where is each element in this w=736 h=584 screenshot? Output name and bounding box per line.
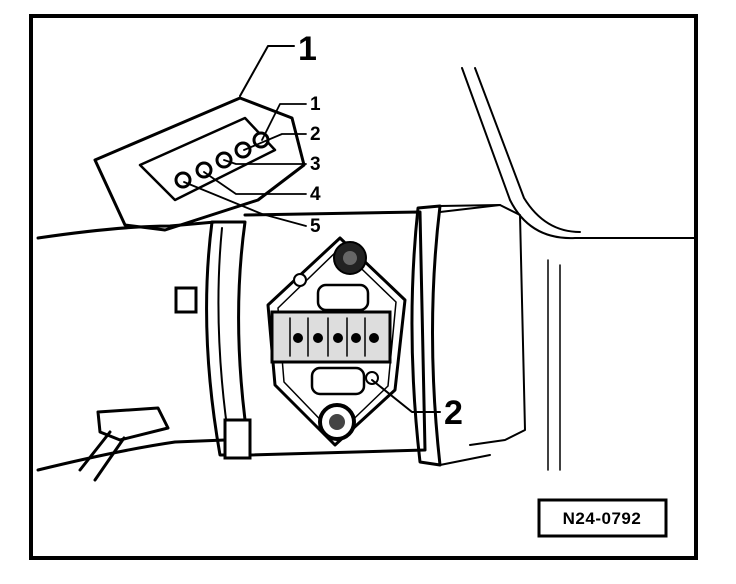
sensor-plate [266, 236, 407, 447]
sensor-pins [289, 317, 379, 357]
wire-plug [78, 406, 170, 482]
air-mass-meter-housing [243, 204, 501, 467]
connector-plug [93, 96, 306, 232]
callout-connector: 1 [298, 30, 317, 68]
reference-code: N24-0792 [563, 509, 642, 528]
callout-pin-1: 1 [310, 94, 321, 115]
callout-pin-3: 3 [310, 154, 321, 175]
leader-lines [183, 45, 441, 413]
callout-sensor: 2 [444, 394, 463, 432]
reference-code-box [537, 498, 668, 538]
callout-pin-5: 5 [310, 216, 321, 237]
callout-pin-2: 2 [310, 124, 321, 145]
callout-pin-4: 4 [310, 184, 321, 205]
intake-hose [36, 220, 227, 472]
